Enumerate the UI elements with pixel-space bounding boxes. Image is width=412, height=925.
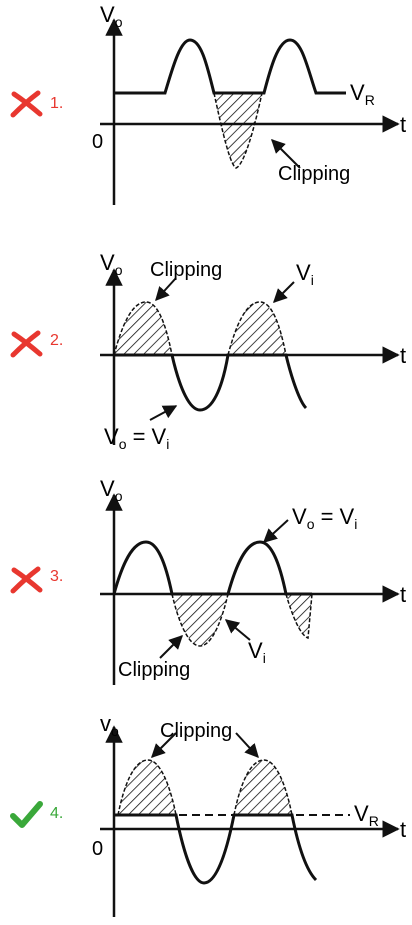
x-axis-label: t <box>400 817 406 842</box>
option-4[interactable]: 4. vo 0 t Clipping VR <box>0 705 412 923</box>
cross-icon <box>10 566 43 594</box>
cross-icon <box>10 330 43 358</box>
option-number: 3. <box>50 568 64 585</box>
clipping-label: Clipping <box>118 659 190 681</box>
x-axis-label: t <box>400 343 406 368</box>
equation-label: Vo = Vi <box>292 504 357 532</box>
y-axis-label: Vo <box>100 250 123 278</box>
clipping-label: Clipping <box>150 259 222 281</box>
option-3[interactable]: 3. Vo t Vo = Vi Clipping Vi <box>0 470 412 695</box>
reference-label: VR <box>354 801 379 829</box>
clipper-graph-2: Vo t Clipping Vi Vo = Vi <box>100 250 406 452</box>
reference-label: VR <box>350 80 375 108</box>
y-axis-label: Vo <box>100 2 123 30</box>
option-2[interactable]: 2. Vo t Clipping Vi Vo = Vi <box>0 230 412 460</box>
clipping-label: Clipping <box>278 163 350 185</box>
clipper-graph-4: vo 0 t Clipping VR <box>92 711 406 917</box>
x-axis-label: t <box>400 582 406 607</box>
origin-label: 0 <box>92 131 103 153</box>
vi-label: Vi <box>296 260 314 288</box>
cross-icon <box>10 90 43 118</box>
option-number: 4. <box>50 805 64 822</box>
option-1[interactable]: 1. Vo 0 t VR Clipping <box>0 0 412 220</box>
option-number: 1. <box>50 95 64 112</box>
equation-label: Vo = Vi <box>104 424 169 452</box>
clipping-label: Clipping <box>160 720 232 742</box>
option-number: 2. <box>50 332 64 349</box>
x-axis-label: t <box>400 112 406 137</box>
y-axis-label: Vo <box>100 476 123 504</box>
checkmark-icon <box>10 801 43 828</box>
vi-label: Vi <box>248 638 266 666</box>
y-axis-label: vo <box>100 711 119 739</box>
clipper-graph-1: Vo 0 t VR Clipping <box>92 2 406 205</box>
clipper-graph-3: Vo t Vo = Vi Clipping Vi <box>100 476 406 685</box>
origin-label: 0 <box>92 838 103 860</box>
